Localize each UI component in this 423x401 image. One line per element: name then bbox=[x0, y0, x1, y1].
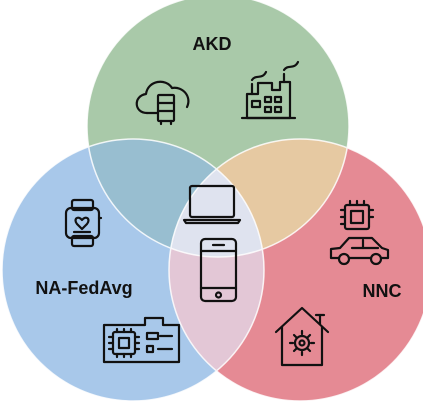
cloud-server-icon bbox=[135, 80, 190, 126]
circuit-board-icon bbox=[102, 316, 181, 364]
set-label-nafedavg: NA-FedAvg bbox=[35, 278, 132, 298]
smartwatch-icon bbox=[64, 198, 103, 248]
set-label-akd: AKD bbox=[193, 34, 232, 54]
smartphone-icon bbox=[199, 237, 238, 303]
laptop-icon bbox=[182, 184, 242, 225]
car-chip-icon bbox=[329, 199, 390, 266]
set-label-nnc: NNC bbox=[363, 281, 402, 301]
smart-home-icon bbox=[274, 306, 330, 367]
factory-icon bbox=[240, 60, 300, 120]
